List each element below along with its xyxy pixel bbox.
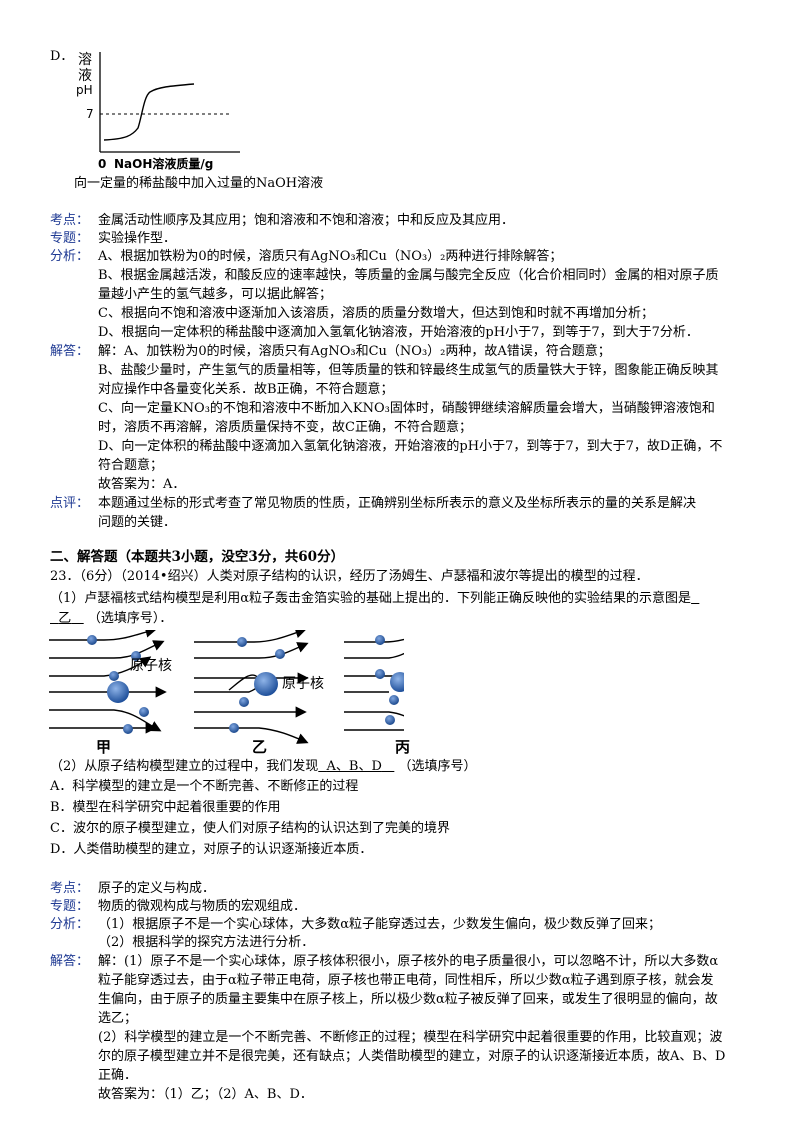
jieda-line: 对应操作中各量变化关系．故B正确，不符合题意； — [98, 382, 394, 397]
fenxi-label: 分析： — [50, 249, 90, 264]
fig-label-bing: 丙 — [395, 738, 411, 756]
q23-part1: （1）卢瑟福核式结构模型是利用α粒子轰击金箔实验的基础上提出的．下列能正确反映他… — [50, 591, 692, 606]
fenxi-line: A、根据加铁粉为0的时候，溶质只有AgNO₃和Cu（NO₃）₂两种进行排除解答； — [98, 249, 563, 264]
jieda-line: 选乙； — [98, 1011, 138, 1026]
jieda-line: 尔的原子模型建立并不是很完美，还有缺点；人类借助模型的建立，对原子的认识逐渐接近… — [98, 1049, 726, 1064]
diagram-bing: 原子核 — [344, 635, 404, 731]
chart-ylabel-1: 溶 — [78, 52, 92, 68]
dianping-line: 本题通过坐标的形式考查了常见物质的性质，正确辨别坐标所表示的意义及坐标所表示的量… — [98, 496, 697, 511]
fenxi-line: （1）根据原子不是一个实心球体，大多数α粒子能穿透过去，少数发生偏向，极少数反弹… — [98, 917, 662, 932]
jieda-label: 解答： — [50, 954, 90, 969]
jieda-line: 符合题意； — [98, 458, 164, 473]
q23-part2: （2）从原子结构模型建立的过程中，我们发现 A、B、D （选填序号） — [50, 759, 477, 774]
nucleus-label-jia: 原子核 — [130, 658, 172, 674]
fenxi-line: D、根据向一定体积的稀盐酸中逐滴加入氢氧化钠溶液，开始溶液的pH小于7，到等于7… — [98, 325, 699, 340]
jieda-line: 解：(1）原子不是一个实心球体，原子核体积很小，原子核外的电子质量很小，可以忽略… — [98, 954, 719, 969]
jieda-line: (2）科学模型的建立是一个不断完善、不断修正的过程；模型在科学研究中起着很重要的… — [98, 1030, 723, 1045]
jieda-line: 故答案为：（1）乙；（2）A、B、D． — [98, 1087, 313, 1102]
scattering-figure: 原子核 原子核 原子核 — [49, 630, 404, 744]
chart-ph-curve — [103, 83, 195, 141]
fig-label-yi: 乙 — [252, 738, 268, 756]
chart-origin: 0 — [98, 157, 106, 171]
zhuanti-text: 实验操作型． — [98, 231, 177, 246]
option-d-caption: 向一定量的稀盐酸中加入过量的NaOH溶液 — [74, 176, 324, 191]
q23-intro: 23．（6分）（2014•绍兴）人类对原子结构的认识，经历了汤姆生、卢瑟福和波尔… — [50, 569, 649, 584]
zhuanti-label: 专题： — [50, 899, 90, 914]
q23-part1-cont: 乙 （选填序号）． — [58, 611, 173, 626]
jieda-line: B、盐酸少量时，产生氢气的质量相等，但等质量的铁和锌最终生成氢气的质量铁大于锌，… — [98, 363, 719, 378]
fenxi-line: （2）根据科学的探究方法进行分析． — [98, 935, 315, 950]
ph-chart: 溶 液 pH 7 0 NaOH溶液质量/g — [76, 52, 240, 171]
jieda-line: 解：A、加铁粉为0的时候，溶质只有AgNO₃和Cu（NO₃）₂两种，故A错误，符… — [98, 344, 611, 359]
jieda-line: C、向一定量KNO₃的不饱和溶液中不断加入KNO₃固体时，硝酸钾继续溶解质量会增… — [98, 401, 715, 416]
fenxi-line: B、根据金属越活泼，和酸反应的速率越快，等质量的金属与酸完全反应（化合价相同时）… — [98, 268, 719, 283]
fenxi-label: 分析： — [50, 917, 90, 932]
jieda-line: D、向一定体积的稀盐酸中逐滴加入氢氧化钠溶液，开始溶液的pH小于7，到等于7，到… — [98, 439, 723, 454]
jieda-label: 解答： — [50, 344, 90, 359]
option-b: B．模型在科学研究中起着很重要的作用 — [50, 800, 281, 815]
dianping-line: 问题的关键． — [98, 515, 177, 530]
kaodian-label: 考点： — [50, 881, 90, 896]
diagram-yi: 原子核 — [194, 630, 324, 744]
fenxi-line: 量越小产生的氢气越多，可以据此解答； — [98, 287, 333, 302]
chart-xlabel: NaOH溶液质量/g — [114, 156, 213, 171]
chart-tick-7: 7 — [86, 107, 94, 121]
diagram-jia: 原子核 — [49, 630, 172, 734]
q23-part1-answer: 乙 — [58, 611, 72, 626]
jieda-line: 正确． — [98, 1068, 138, 1083]
option-d: D．人类借助模型的建立，对原子的认识逐渐接近本质． — [50, 842, 373, 857]
section-heading: 二、解答题（本题共3小题，没空3分，共60分） — [50, 549, 345, 565]
fenxi-line: C、根据向不饱和溶液中逐渐加入该溶质，溶质的质量分数增大，但达到饱和时就不再增加… — [98, 306, 654, 321]
kaodian-text: 原子的定义与构成． — [98, 881, 216, 896]
jieda-line: 粒子能穿透过去，由于α粒子带正电荷，原子核也带正电荷，同性相斥，所以少数α粒子遇… — [98, 973, 714, 988]
kaodian-label: 考点： — [50, 213, 90, 228]
option-a: A．科学模型的建立是一个不断完善、不断修正的过程 — [50, 779, 359, 794]
dianping-label: 点评： — [50, 496, 90, 511]
q23-part2-answer: A、B、D — [326, 759, 382, 774]
fig-label-jia: 甲 — [96, 738, 112, 756]
jieda-line: 故答案为：A． — [98, 477, 186, 492]
nucleus-label-yi: 原子核 — [282, 676, 324, 692]
chart-ylabel-3: pH — [76, 83, 93, 97]
jieda-line: 时，溶质不再溶解，溶质质量保持不变，故C正确，不符合题意； — [98, 420, 472, 435]
zhuanti-text: 物质的微观构成与物质的宏观组成． — [98, 899, 307, 914]
kaodian-text: 金属活动性顺序及其应用；饱和溶液和不饱和溶液；中和反应及其应用． — [98, 213, 515, 228]
option-c: C．波尔的原子模型建立，使人们对原子结构的认识达到了完美的境界 — [50, 821, 450, 836]
jieda-line: 生偏向，由于原子的质量主要集中在原子核上，所以极少数α粒子被反弹了回来，或发生了… — [98, 992, 718, 1007]
option-d-label: D． — [50, 49, 74, 64]
chart-ylabel-2: 液 — [78, 68, 92, 84]
zhuanti-label: 专题： — [50, 231, 90, 246]
